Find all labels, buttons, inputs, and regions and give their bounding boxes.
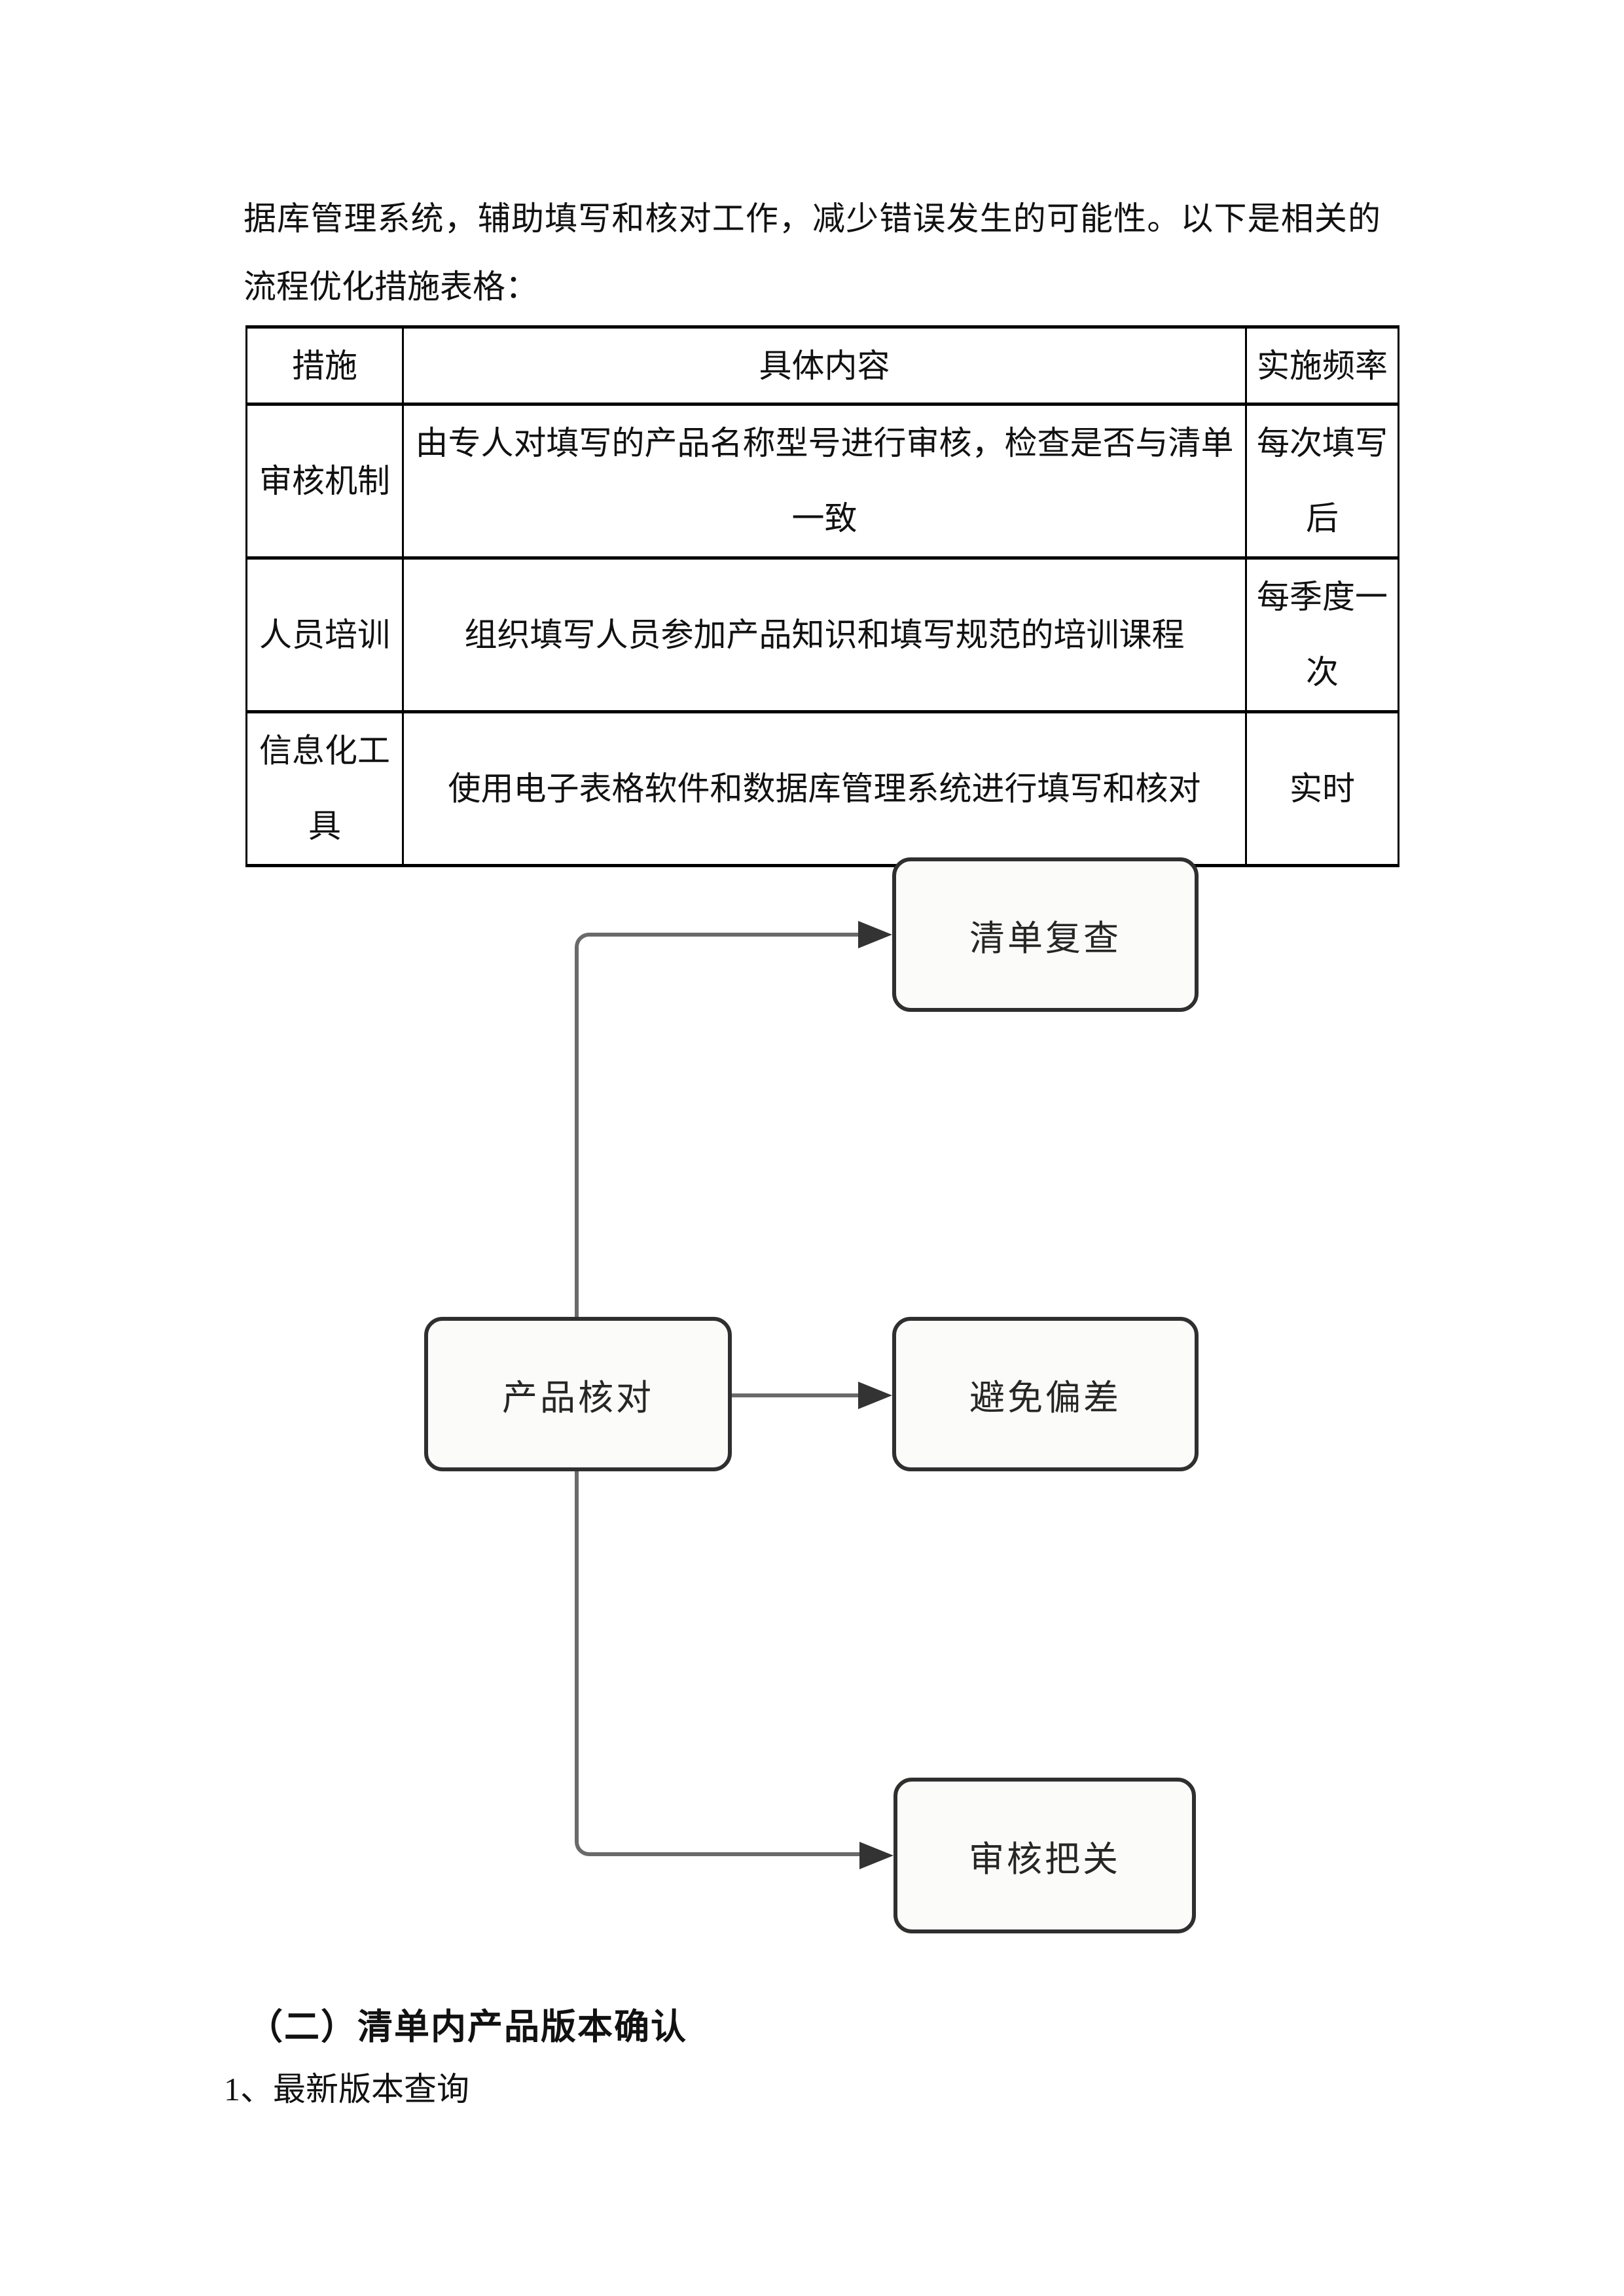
cell-measure: 审核机制 [245, 403, 404, 560]
cell-frequency: 实时 [1245, 710, 1399, 867]
flow-node-list-recheck: 清单复查 [892, 857, 1199, 1012]
measures-table: 措施 具体内容 实施频率 审核机制 由专人对填写的产品名称型号进行审核，检查是否… [245, 325, 1399, 867]
col-header-frequency: 实施频率 [1245, 325, 1399, 406]
table-row: 信息化工具 使用电子表格软件和数据库管理系统进行填写和核对 实时 [245, 710, 1399, 867]
paragraph-line: 据库管理系统，辅助填写和核对工作，减少错误发生的可能性。以下是相关的 [244, 200, 1380, 237]
paragraph-line: 流程优化措施表格： [244, 268, 538, 305]
flow-node-audit-gate: 审核把关 [893, 1778, 1196, 1933]
cell-measure: 信息化工具 [245, 710, 404, 867]
table-header-row: 措施 具体内容 实施频率 [245, 325, 1399, 406]
cell-measure: 人员培训 [245, 556, 404, 713]
cell-content: 由专人对填写的产品名称型号进行审核，检查是否与清单一致 [402, 403, 1247, 560]
section-heading: （二）清单内产品版本确认 [247, 2007, 687, 2047]
arrow-right-icon [859, 1842, 893, 1869]
arrow-right-icon [858, 921, 892, 948]
flow-node-avoid-deviation: 避免偏差 [892, 1317, 1199, 1471]
connector-line-middle [732, 1393, 862, 1397]
col-header-content: 具体内容 [402, 325, 1247, 406]
cell-content: 组织填写人员参加产品知识和填写规范的培训课程 [402, 556, 1247, 713]
cell-frequency: 每次填写后 [1245, 403, 1399, 560]
flow-node-product-check: 产品核对 [424, 1317, 732, 1471]
table-row: 审核机制 由专人对填写的产品名称型号进行审核，检查是否与清单一致 每次填写后 [245, 403, 1399, 560]
cell-frequency: 每季度一次 [1245, 556, 1399, 713]
cell-content: 使用电子表格软件和数据库管理系统进行填写和核对 [402, 710, 1247, 867]
connector-line-up [575, 933, 858, 1317]
intro-paragraph: 据库管理系统，辅助填写和核对工作，减少错误发生的可能性。以下是相关的 流程优化措… [244, 185, 1380, 321]
table-row: 人员培训 组织填写人员参加产品知识和填写规范的培训课程 每季度一次 [245, 556, 1399, 713]
connector-line-down [575, 1471, 859, 1856]
col-header-measure: 措施 [245, 325, 404, 406]
arrow-right-icon [858, 1382, 892, 1409]
numbered-list-item: 1、最新版本查询 [224, 2071, 469, 2108]
